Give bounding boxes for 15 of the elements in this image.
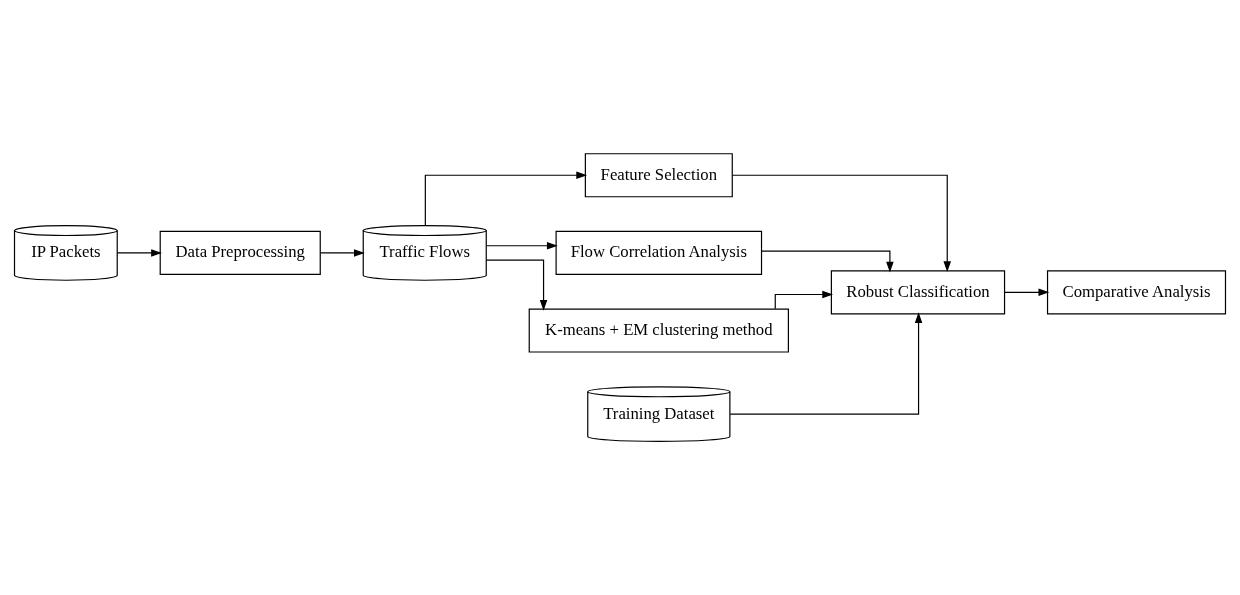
arrow: [729, 312, 923, 415]
arrow: [116, 249, 162, 257]
node-box: Feature Selection: [584, 153, 733, 198]
node-box: Robust Classification: [830, 270, 1006, 315]
arrow: [1004, 288, 1050, 297]
node-box: Data Preprocessing: [159, 230, 321, 275]
arrow: [761, 250, 894, 273]
arrow: [485, 241, 558, 250]
node-box: Comparative Analysis: [1046, 270, 1227, 315]
node-box: K-means + EM clustering method: [528, 308, 789, 353]
arrow: [320, 249, 365, 257]
arrow: [731, 174, 951, 273]
arrow: [424, 171, 588, 227]
node-box: Flow Correlation Analysis: [555, 230, 763, 275]
arrow: [486, 259, 548, 311]
